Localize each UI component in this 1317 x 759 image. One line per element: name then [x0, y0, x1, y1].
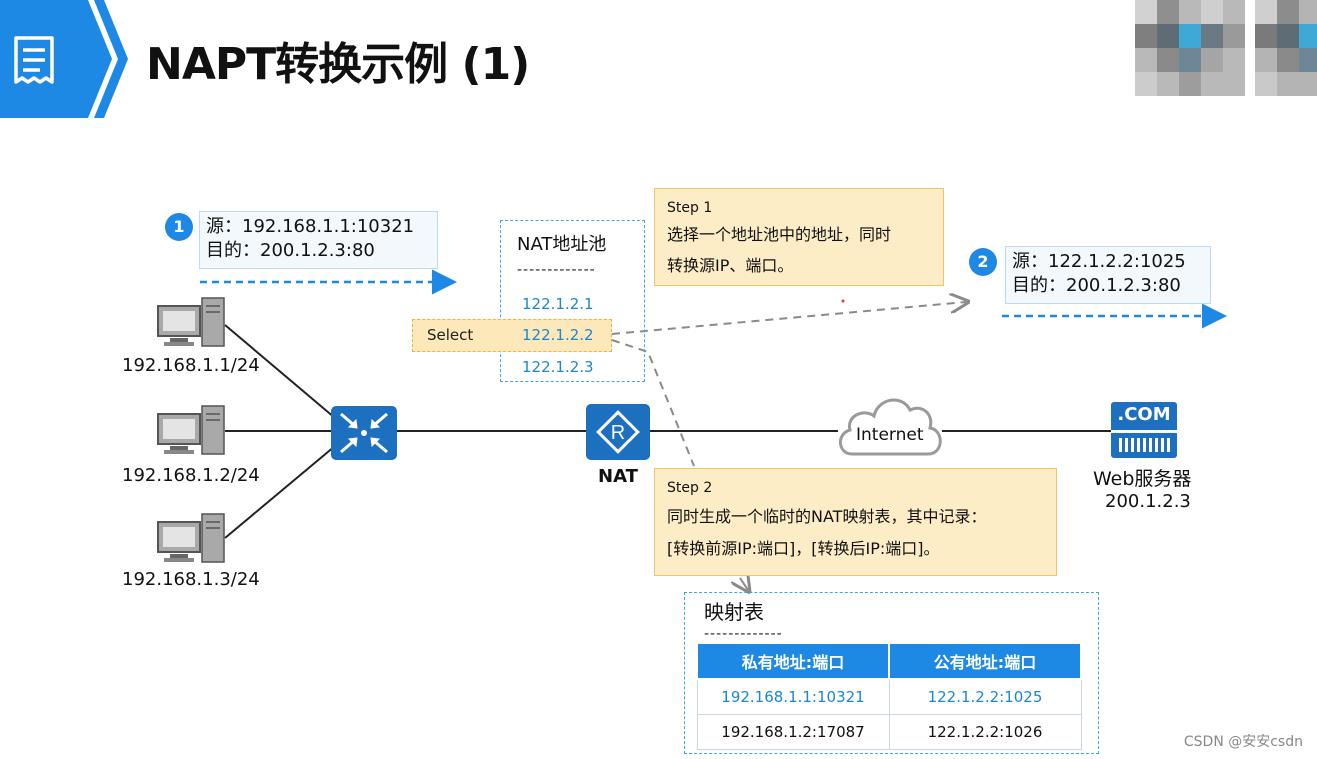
nat-pool-separator: -------------	[517, 262, 596, 278]
host-label: 192.168.1.1/24	[122, 355, 260, 376]
packet-before-dst: 目的：200.1.2.3:80	[206, 240, 375, 261]
mapping-table-separator: -------------	[704, 626, 783, 642]
step1-line2: 转换源IP、端口。	[667, 256, 794, 275]
pc-icon	[157, 297, 225, 347]
page-title: NAPT转换示例 (1)	[146, 39, 530, 90]
pc-icon	[157, 405, 225, 455]
switch-icon	[331, 406, 397, 460]
document-icon	[14, 36, 54, 84]
pc-icon	[157, 513, 225, 563]
select-highlight: Select	[412, 319, 612, 352]
router-icon: R	[586, 404, 650, 460]
link-host1-switch	[224, 324, 336, 419]
table-header: 私有地址:端口	[696, 642, 890, 680]
table-cell: 192.168.1.1:10321	[696, 678, 890, 715]
web-server-icon	[1111, 402, 1177, 458]
packet-after-box: 源：122.1.2.2:1025 目的：200.1.2.3:80	[1005, 246, 1211, 304]
packet-after-dst: 目的：200.1.2.3:80	[1012, 275, 1181, 296]
select-to-packet2-arrow	[611, 302, 966, 335]
svg-text:R: R	[611, 422, 625, 444]
select-to-table-arrow	[611, 339, 695, 467]
table-cell: 122.1.2.2:1026	[888, 714, 1082, 750]
mapping-table-box	[684, 592, 1099, 754]
nat-pool-address: 122.1.2.1	[522, 295, 594, 313]
select-label: Select	[427, 326, 474, 344]
packet-before-box: 源：192.168.1.1:10321 目的：200.1.2.3:80	[199, 211, 438, 269]
table-cell: 122.1.2.2:1025	[888, 678, 1082, 715]
internet-label: Internet	[856, 425, 924, 445]
nat-pool-address-selected: 122.1.2.2	[522, 326, 594, 344]
table-row: 192.168.1.2:17087 122.1.2.2:1026	[696, 714, 1082, 750]
host-label: 192.168.1.3/24	[122, 569, 260, 590]
blurred-thumbnail	[1135, 0, 1245, 96]
header-tab	[0, 0, 128, 118]
blurred-thumbnail	[1255, 0, 1317, 96]
cloud-icon	[839, 398, 942, 456]
server-badge: .COM	[1117, 404, 1171, 425]
step2-line1: 同时生成一个临时的NAT映射表，其中记录：	[667, 507, 987, 526]
link-host3-switch	[224, 445, 336, 539]
step1-note: Step 1 选择一个地址池中的地址，同时 转换源IP、端口。	[654, 188, 944, 286]
packet-before-src: 源：192.168.1.1:10321	[206, 216, 415, 237]
nat-pool-box	[500, 220, 645, 382]
table-cell: 192.168.1.2:17087	[696, 714, 890, 750]
step-badge-1: 1	[165, 213, 193, 241]
step2-line2: [转换前源IP:端口]，[转换后IP:端口]。	[667, 539, 940, 558]
step2-note: Step 2 同时生成一个临时的NAT映射表，其中记录： [转换前源IP:端口]…	[654, 468, 1057, 576]
table-header-row: 私有地址:端口 公有地址:端口	[696, 642, 1082, 680]
step2-to-table-arrow	[740, 578, 748, 590]
step1-heading: Step 1	[667, 200, 713, 216]
mapping-table: 私有地址:端口 公有地址:端口 192.168.1.1:10321 122.1.…	[696, 642, 1082, 750]
step1-line1: 选择一个地址池中的地址，同时	[667, 225, 892, 244]
nat-pool-address: 122.1.2.3	[522, 358, 594, 376]
mapping-table-title: 映射表	[704, 600, 764, 624]
host-label: 192.168.1.2/24	[122, 465, 260, 486]
server-name: Web服务器	[1093, 468, 1192, 490]
nat-label: NAT	[598, 466, 638, 487]
watermark: CSDN @安安csdn	[1183, 734, 1303, 750]
step-badge-2: 2	[969, 248, 997, 276]
table-header: 公有地址:端口	[888, 642, 1082, 680]
step2-heading: Step 2	[667, 480, 713, 496]
packet-after-src: 源：122.1.2.2:1025	[1012, 251, 1186, 272]
server-ip: 200.1.2.3	[1105, 491, 1191, 512]
nat-pool-title: NAT地址池	[517, 234, 607, 255]
table-row: 192.168.1.1:10321 122.1.2.2:1025	[696, 678, 1082, 715]
